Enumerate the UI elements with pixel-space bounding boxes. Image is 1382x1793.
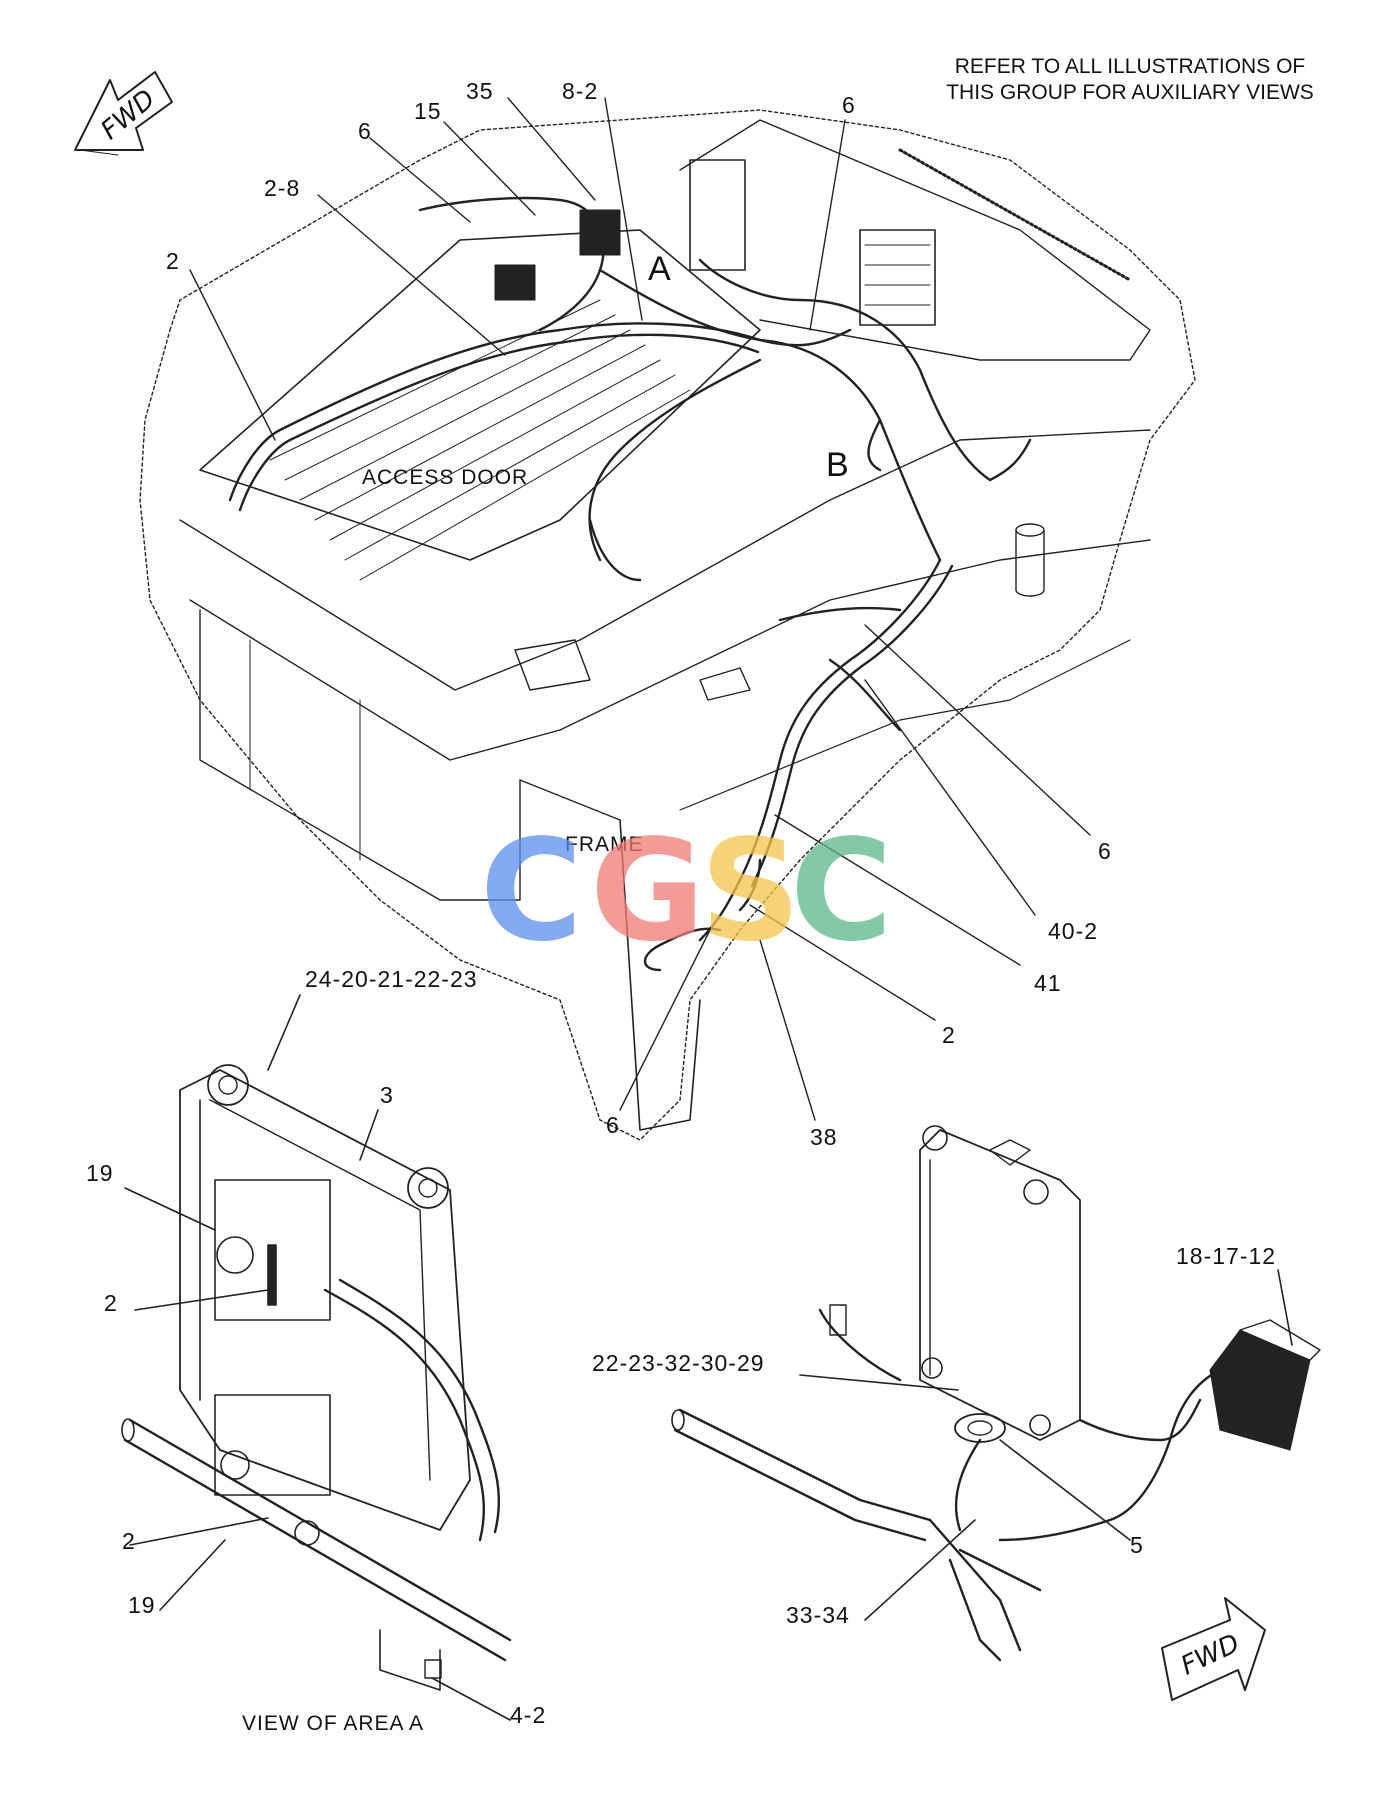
callout-40-2: 40-2: [1048, 918, 1099, 944]
connector-block: [1209, 1319, 1321, 1451]
callout-6-topright: 6: [842, 92, 856, 118]
refer-note-line2: THIS GROUP FOR AUXILIARY VIEWS: [946, 81, 1314, 104]
callout-19-top: 19: [86, 1160, 114, 1186]
callout-38: 38: [810, 1124, 838, 1150]
callout-24-20-21-22-23: 24-20-21-22-23: [305, 966, 478, 992]
callout-2-viewa-2: 2: [122, 1528, 136, 1554]
callout-35: 35: [466, 78, 494, 104]
callout-2-mid: 2: [942, 1022, 956, 1048]
fwd-arrow-top: [74, 71, 173, 156]
callout-6-bottom: 6: [606, 1112, 620, 1138]
callout-2-viewa-1: 2: [104, 1290, 118, 1316]
callout-15: 15: [414, 98, 442, 124]
main-wiring-harness: [228, 196, 1032, 972]
callout-8-2: 8-2: [562, 78, 599, 104]
area-a-label: A: [648, 250, 671, 288]
refer-note-line1: REFER TO ALL ILLUSTRATIONS OF: [954, 55, 1306, 78]
callout-18-17-12: 18-17-12: [1176, 1243, 1277, 1269]
refer-note: REFER TO ALL ILLUSTRATIONS OF THIS GROUP…: [930, 54, 1330, 106]
callout-5: 5: [1130, 1532, 1144, 1558]
callout-2-left: 2: [166, 248, 180, 274]
callout-22-23-32-30-29: 22-23-32-30-29: [592, 1350, 765, 1376]
watermark-letter-3: S: [700, 810, 801, 973]
leader-lines: [189, 97, 1091, 1121]
callout-6-top: 6: [358, 118, 372, 144]
frame-label: FRAME: [565, 833, 644, 856]
view-area-b: [671, 1125, 1321, 1662]
callout-2-8: 2-8: [264, 175, 301, 201]
callout-41: 41: [1034, 970, 1062, 996]
watermark-letter-2: G: [590, 810, 705, 973]
watermark-letter-1: C: [480, 810, 583, 973]
callout-6-right: 6: [1098, 838, 1112, 864]
callout-33-34: 33-34: [786, 1602, 850, 1628]
view-of-area-a-label: VIEW OF AREA A: [242, 1712, 425, 1735]
view-area-a: [121, 994, 512, 1721]
fwd-arrow-bottom: [1161, 1597, 1266, 1701]
machine-body: [139, 109, 1196, 1141]
callout-4-2: 4-2: [510, 1702, 547, 1728]
watermark-letter-4: C: [790, 810, 893, 973]
area-b-label: B: [826, 446, 849, 484]
callout-3: 3: [380, 1082, 394, 1108]
callout-19-bottom: 19: [128, 1592, 156, 1618]
access-door-label: ACCESS DOOR: [362, 466, 529, 489]
